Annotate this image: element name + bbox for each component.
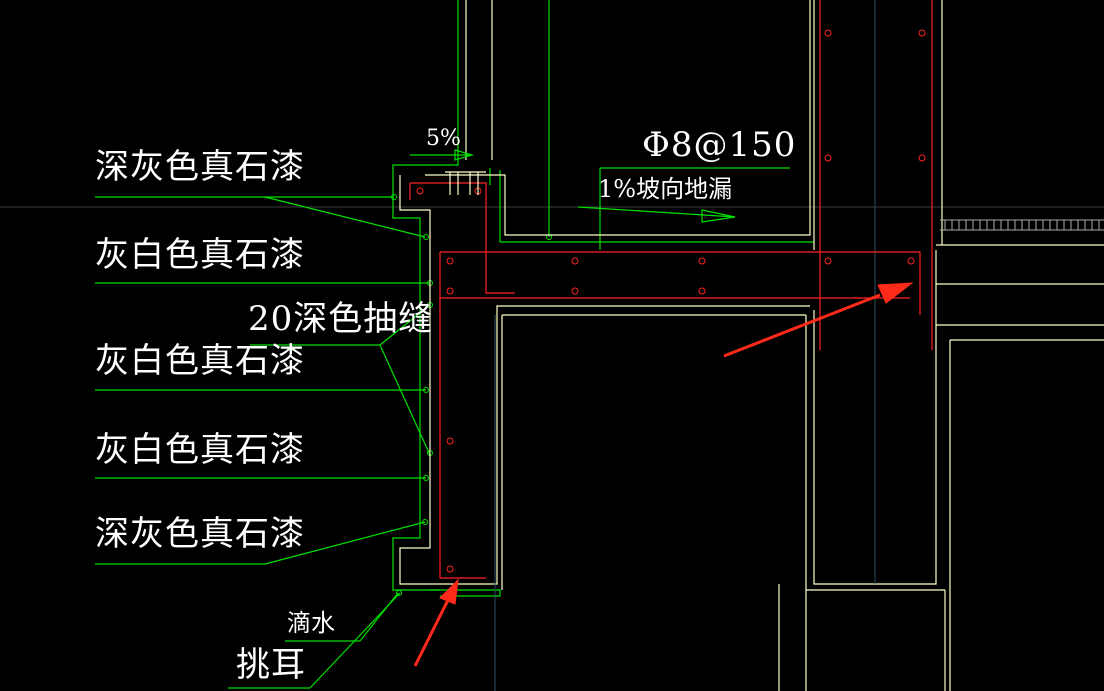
lug-label: 挑耳 <box>236 645 306 685</box>
finish-label-4: 灰白色真石漆 <box>95 430 305 470</box>
finish-label-2: 灰白色真石漆 <box>95 235 305 275</box>
concrete-outline <box>399 0 1104 691</box>
slope-arrow-top <box>410 149 475 161</box>
finish-leaders <box>95 196 431 689</box>
highlight-arrows <box>413 282 914 667</box>
rebar <box>409 0 933 579</box>
finish-outline <box>392 0 814 597</box>
leader-dots <box>391 194 552 596</box>
finish-label-5: 深灰色真石漆 <box>95 514 305 554</box>
finish-label-1: 深灰色真石漆 <box>95 147 305 187</box>
rebar-spec-label: Φ8@150 <box>642 125 797 165</box>
tile-hatch <box>940 219 1104 231</box>
secondary-lines <box>494 0 876 691</box>
slope-drain-label: 1%坡向地漏 <box>598 175 733 203</box>
drip-label: 滴水 <box>287 609 335 637</box>
rebar-dots <box>416 29 926 573</box>
slope-label-top: 5% <box>426 126 461 151</box>
groove-label: 20深色抽缝 <box>248 299 434 339</box>
parapet-cap <box>445 171 486 195</box>
slope-arrow-drain <box>701 209 736 223</box>
finish-label-3: 灰白色真石漆 <box>95 341 305 381</box>
